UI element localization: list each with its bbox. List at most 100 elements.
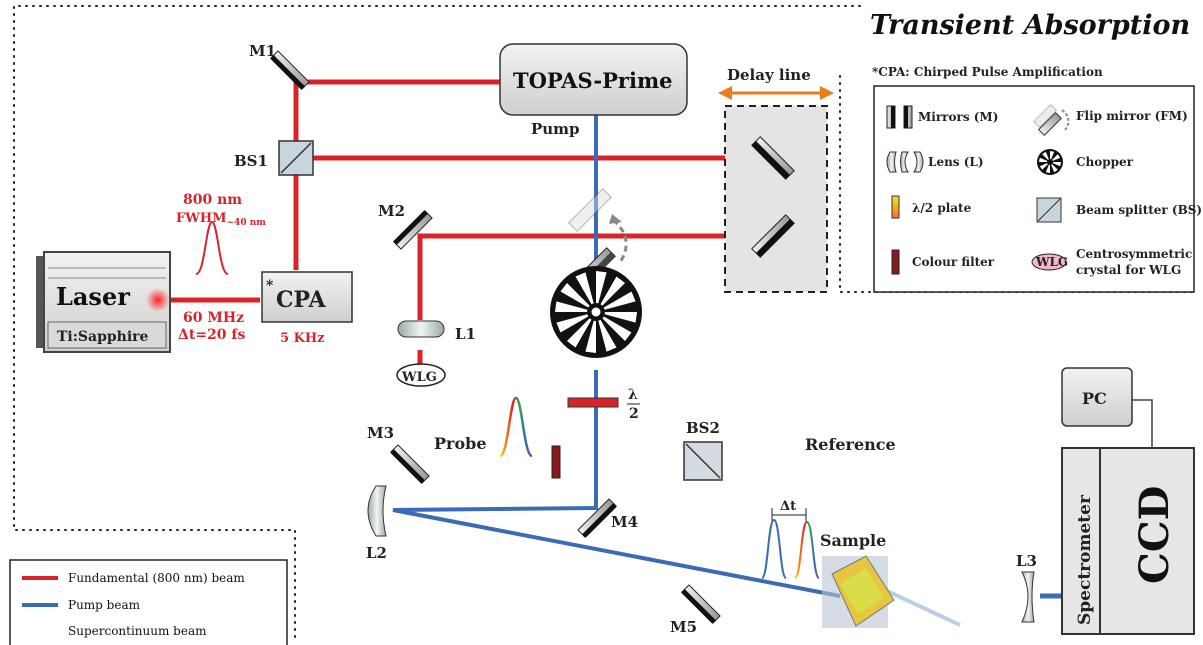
reference-label: Reference [805,435,896,454]
laser-crystal-label: Ti:Sapphire [57,329,149,345]
cpa-note: *CPA: Chirped Pulse Amplification [872,65,1103,79]
wlg-key-icon: WLG [1031,253,1068,271]
mirror-m4 [577,498,617,538]
laser-label: Laser [56,282,130,311]
pump-probe-delay: Δt [761,499,820,579]
cpa-box: * CPA 5 KHz [261,271,353,346]
pc-cable [1132,399,1153,448]
mirror-m1 [270,50,310,90]
ccd-label: CCD [1131,486,1178,584]
frequency-label: 60 MHz [183,310,244,326]
chopper-slot [1045,164,1050,173]
chopper-slot [1042,151,1049,160]
half-wave-plate: λ 2 [567,387,640,422]
mirrors-key-icon [886,105,913,129]
beam-splitter-bs2: BS2 [683,419,723,481]
chopper-slot [598,319,617,352]
l3-label: L3 [1016,552,1037,570]
delay-line: Delay line [718,66,834,293]
wlg-label: WLG [401,370,437,385]
spectrometer-label: Spectrometer [1075,494,1095,625]
lens-l2: L2 [366,485,387,562]
component-key: *CPA: Chirped Pulse Amplification [872,65,1202,293]
chopper-slot [596,271,607,304]
chopper-slot [575,272,594,305]
half-wave-den: 2 [629,406,639,422]
bs1-label: BS1 [234,152,268,170]
chopper-slot [560,283,590,308]
colour-filter-key-icon [891,249,900,275]
dt-label: Δt [780,499,796,514]
chopper-slot [1051,164,1058,173]
key-mirrors: Mirrors (M) [918,110,998,124]
sample-label: Sample [820,531,886,550]
chopper-slot [1052,162,1061,167]
key-chopper: Chopper [1076,155,1134,169]
topas-prime: TOPAS-Prime [499,43,688,116]
key-lens: Lens (L) [928,155,984,169]
diagram-title: Transient Absorption [870,10,1190,41]
spectrometer-ccd: Spectrometer CCD [1061,447,1195,635]
lens-l1: L1 [397,320,476,343]
l2-label: L2 [366,544,387,562]
mirror-m3 [390,444,430,484]
beam-splitter-bs1: BS1 [234,140,314,176]
lens-l3: L3 [1016,552,1037,623]
duration-label: Δt=20 fs [178,327,245,343]
half-wave-key-icon [891,195,900,219]
probe-label: Probe [434,434,487,453]
key-flip-mirror: Flip mirror (FM) [1076,109,1188,123]
key-wlg-line2: crystal for WLG [1076,263,1181,277]
key-wlg-line1: Centrosymmetric [1076,247,1192,261]
chopper-slot [603,291,636,310]
bs2-label: BS2 [686,419,720,437]
chopper-slot [556,314,589,333]
wavelength-label: 800 nm [183,192,242,208]
l1-label: L1 [455,325,476,343]
key-colour-filter: Colour filter [912,255,995,269]
legend-pump: Pump beam [68,598,141,612]
chopper [550,266,642,358]
delay-line-label: Delay line [727,66,811,84]
chopper-slot [600,276,625,306]
pump-label: Pump [531,120,580,138]
chopper-slot [604,312,637,323]
chopper-slot [1050,151,1055,160]
cpa-label: CPA [276,287,326,313]
supercontinuum-beam [418,392,1062,627]
chopper-slot [585,320,596,353]
fundamental-pulse [195,220,229,275]
legend-fundamental: Fundamental (800 nm) beam [68,571,245,585]
laser: Laser Ti:Sapphire [36,251,171,353]
m5-label: M5 [670,618,697,636]
sample: Sample [820,531,895,628]
legend-supercontinuum: Supercontinuum beam [68,624,207,638]
laser-specs: 800 nm FWHM~40 nm 60 MHz Δt=20 fs [176,192,266,343]
pc-label: PC [1082,389,1107,408]
chopper-slot [555,301,588,312]
colour-filter [551,445,561,479]
key-half-wave: λ/2 plate [912,201,972,215]
m2-label: M2 [378,202,405,220]
mirror-m2 [393,210,433,250]
chopper-key-icon [1037,149,1063,175]
half-wave-num: λ [628,387,638,403]
chopper-slot [1039,157,1048,162]
beam-splitter-key-icon [1036,197,1062,223]
wlg-crystal: WLG [396,363,446,387]
m3-label: M3 [367,424,394,442]
wlg-key-text: WLG [1035,255,1068,269]
chopper-slot [602,316,632,341]
key-beam-splitter: Beam splitter (BS) [1076,203,1202,217]
fwhm-label: FWHM~40 nm [176,211,266,228]
topas-label: TOPAS-Prime [513,68,673,93]
m1-label: M1 [249,42,276,60]
lens-key-icon [886,151,924,173]
chopper-slot [1052,154,1061,161]
cpa-mark: * [266,278,274,294]
pc-box: PC [1061,367,1133,427]
pump-beam [392,115,841,598]
cpa-rep-rate: 5 KHz [280,331,325,346]
beam-legend: Fundamental (800 nm) beam Pump beam Supe… [9,559,288,645]
mirror-m5 [681,584,721,624]
